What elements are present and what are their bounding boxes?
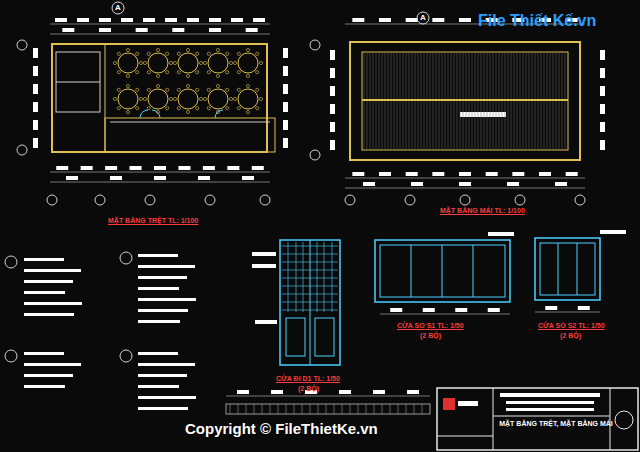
drawing-title: CỬA SỔ S1 TL: 1/50 [397,322,464,329]
section-marker: A [115,3,121,12]
drawing-title: MẶT BẰNG TRỆT TL: 1/100 [108,217,198,224]
watermark: Copyright © FileThietKe.vn [185,420,378,437]
node-text: MẶT BẰNG TRỆT, MẶT BẰNG MÁI [497,420,615,427]
node-text: File Thiết Kế.vn [478,12,620,30]
logo-badge: File Thiết Kế.vn [474,12,624,30]
drawing-title: CỬA SỔ S2 TL: 1/50 [538,322,605,329]
drawing-title: MẶT BẰNG MÁI TL: 1/100 [440,207,525,214]
quantity-note: (2 BỘ) [420,332,441,339]
quantity-note: (2 BỘ) [560,332,581,339]
quantity-note: (2 BỘ) [298,385,319,392]
section-marker: A [420,13,426,22]
title-block-cell: MẶT BẰNG TRỆT, MẶT BẰNG MÁI [495,418,617,429]
drawing-title: CỬA ĐI D1 TL: 1/50 [276,375,340,382]
